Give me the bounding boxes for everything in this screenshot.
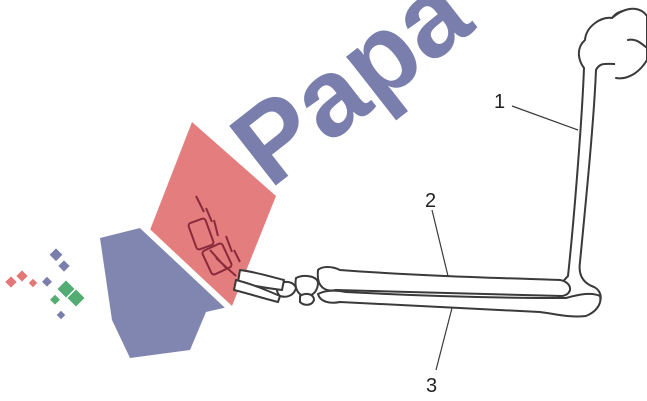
watermark-logo-red — [150, 122, 276, 306]
leader-lines — [431, 105, 579, 371]
watermark-logo-purple — [100, 228, 232, 358]
label-radius: 2 — [425, 190, 436, 212]
watermark-logo-divider — [137, 221, 239, 317]
label-humerus: 1 — [494, 91, 505, 113]
label-ulna: 3 — [426, 375, 437, 397]
humerus-bone — [557, 7, 647, 312]
leader-radius — [431, 209, 449, 277]
leader-humerus — [511, 105, 579, 131]
watermark-pixels — [5, 248, 85, 320]
ulna-bone — [317, 289, 602, 318]
leader-ulna — [435, 307, 453, 371]
hand-bones — [187, 195, 319, 306]
